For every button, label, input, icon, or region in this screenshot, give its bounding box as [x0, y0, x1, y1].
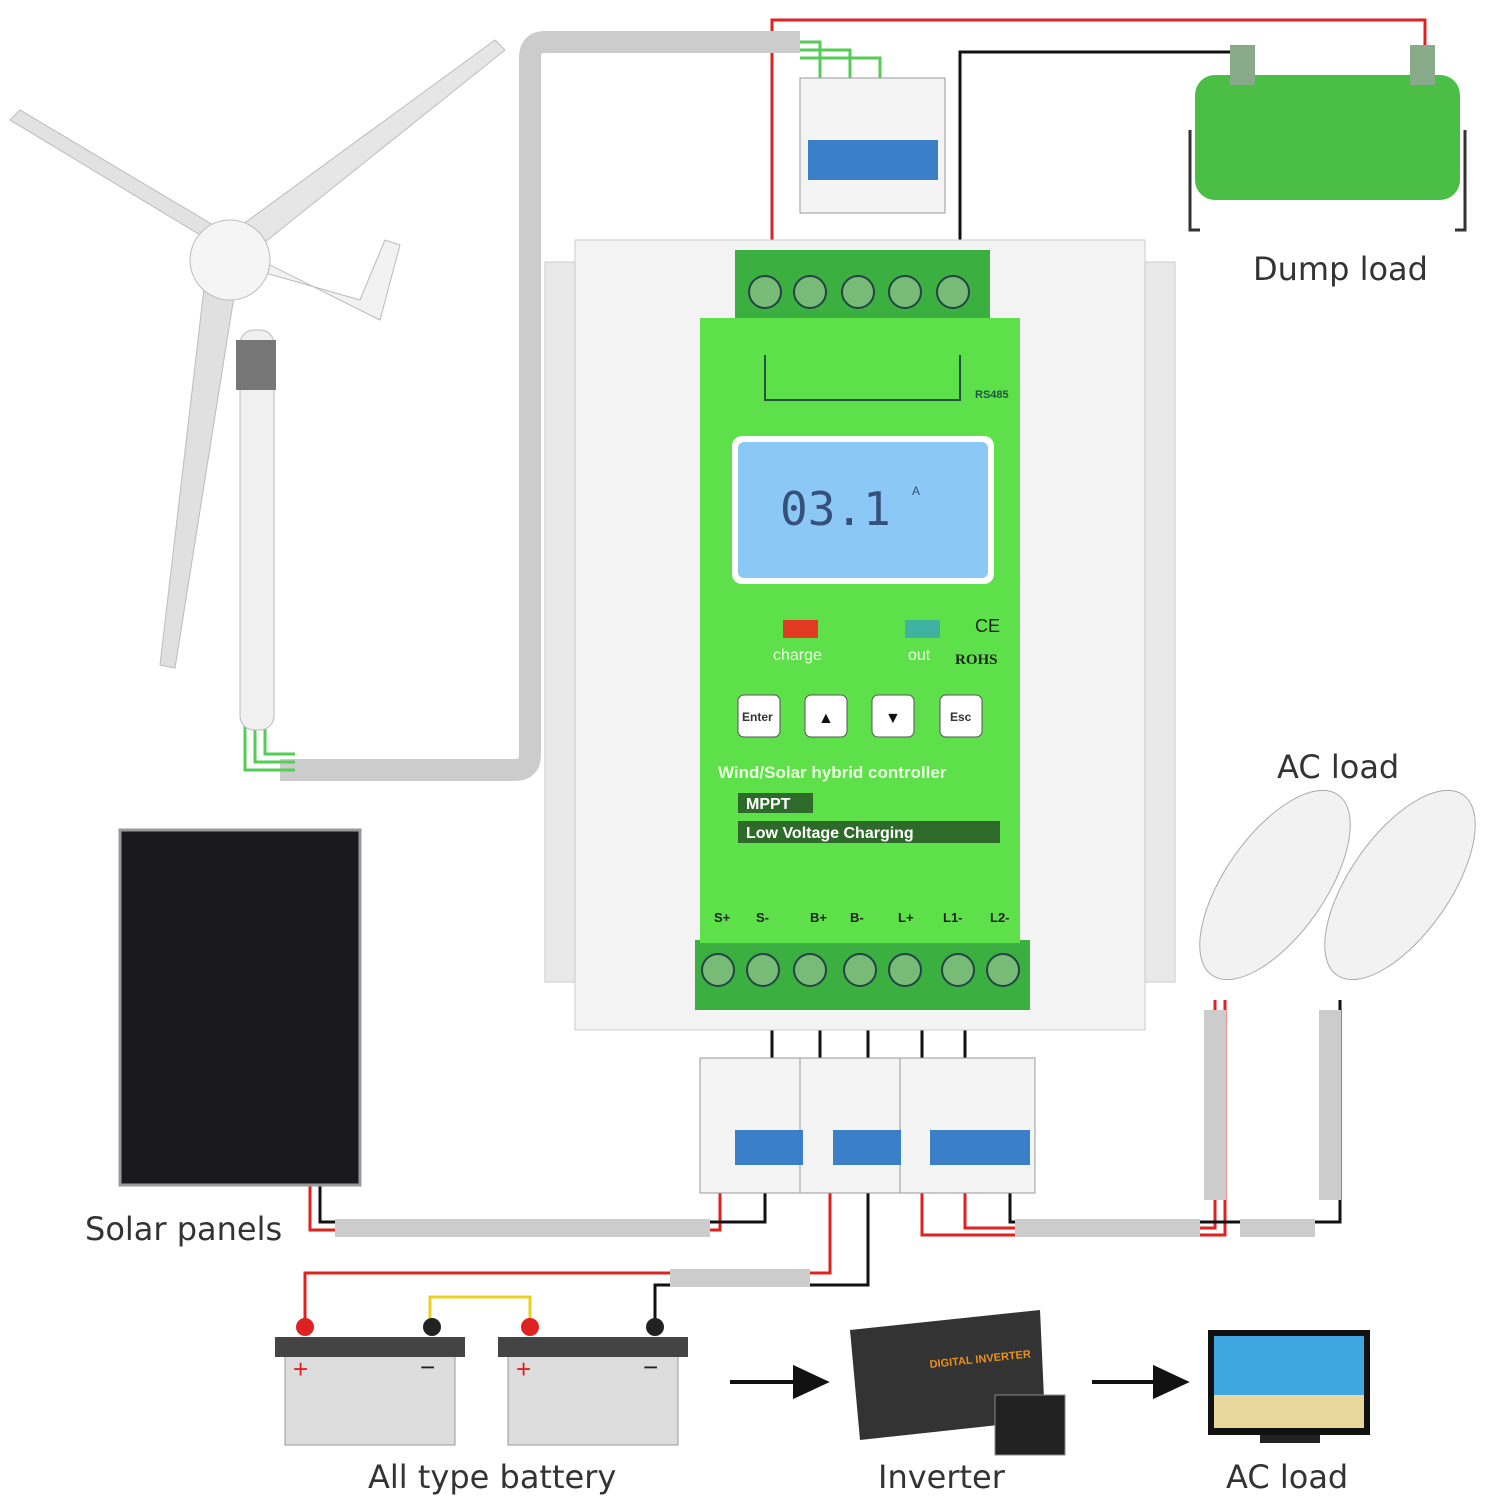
- down-arrow-icon: ▼: [885, 710, 901, 727]
- up-button[interactable]: [804, 694, 848, 738]
- controller-buttons: [737, 694, 983, 738]
- solar-panels-label: Solar panels: [85, 1210, 282, 1248]
- terminal-l2-minus: L2-: [990, 910, 1010, 925]
- solar-panel: [118, 828, 362, 1187]
- terminal-b-minus: B-: [850, 910, 864, 925]
- enter-button-label: Enter: [742, 710, 773, 724]
- lcd-unit: A: [912, 484, 920, 498]
- terminal-s-plus: S+: [714, 910, 731, 925]
- battery-label: All type battery: [368, 1458, 616, 1496]
- terminal-b-plus: B+: [810, 910, 827, 925]
- controller-title: Wind/Solar hybrid controller: [718, 763, 947, 782]
- mppt-badge: [738, 793, 813, 813]
- enter-button[interactable]: [737, 694, 781, 738]
- lcd-value: 03.1: [780, 482, 891, 536]
- ce-mark: CE: [975, 616, 1000, 636]
- esc-button[interactable]: [939, 694, 983, 738]
- terminal-s-minus: S-: [756, 910, 769, 925]
- wind-turbine: [9, 39, 506, 731]
- esc-button-label: Esc: [950, 710, 972, 724]
- charge-led-label: charge: [773, 647, 822, 664]
- down-button[interactable]: [871, 694, 915, 738]
- tv: [1208, 1330, 1370, 1443]
- up-arrow-icon: ▲: [818, 710, 834, 727]
- controller-face: [700, 318, 1020, 943]
- dump-load-breaker: [799, 77, 946, 214]
- low-voltage-label: Low Voltage Charging: [746, 825, 914, 842]
- battery-plus-1: +: [293, 1354, 308, 1384]
- battery-minus-2: −: [643, 1352, 658, 1382]
- terminal-labels: S+ S- B+ B- L+ L1- L2-: [714, 910, 1010, 925]
- out-led: [905, 620, 940, 638]
- arrows: [730, 1364, 1190, 1400]
- terminal-l-plus: L+: [898, 910, 914, 925]
- rohs-mark: ROHS: [955, 652, 998, 668]
- dump-load-resistor: [1188, 45, 1467, 232]
- lcd-screen: [738, 442, 988, 578]
- ac-load-bottom-label: AC load: [1226, 1458, 1348, 1496]
- terminal-l1-minus: L1-: [943, 910, 963, 925]
- inverter: [850, 1310, 1066, 1456]
- low-voltage-badge: [738, 821, 1000, 843]
- rs485-label: RS485: [975, 389, 1009, 401]
- charge-led: [783, 620, 818, 638]
- inverter-label: Inverter: [878, 1458, 1006, 1496]
- battery-minus-1: −: [420, 1352, 435, 1382]
- mppt-label: MPPT: [746, 796, 791, 813]
- ac-load-top-label: AC load: [1277, 748, 1399, 786]
- dump-load-label: Dump load: [1253, 250, 1428, 288]
- bottom-breakers: [699, 1057, 1036, 1194]
- wires: [243, 18, 1427, 1325]
- batteries: [275, 1318, 688, 1446]
- out-led-label: out: [908, 647, 931, 664]
- street-lights: [1199, 789, 1476, 981]
- battery-plus-2: +: [516, 1354, 531, 1384]
